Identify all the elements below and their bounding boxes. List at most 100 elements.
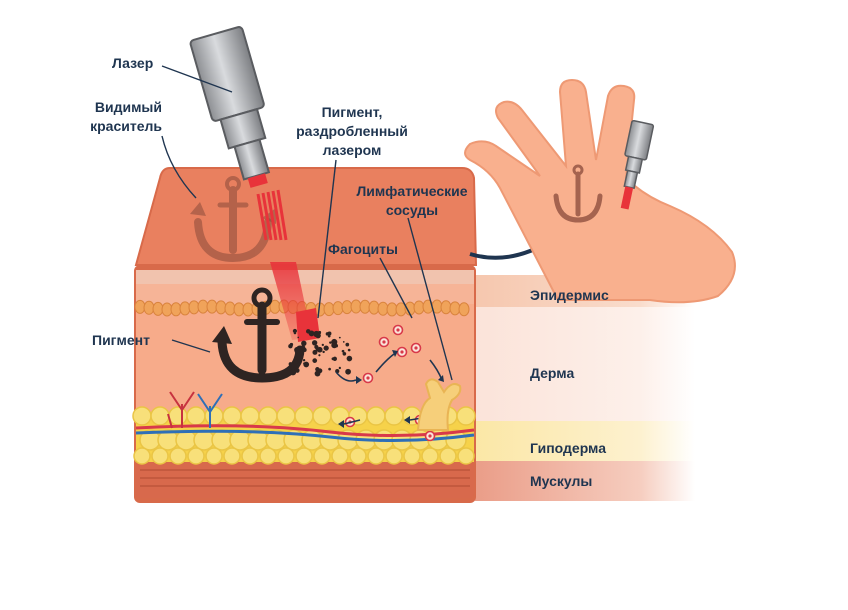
epidermis-cell [170, 302, 182, 317]
pigment-particle [328, 367, 331, 371]
red-capillaries [167, 391, 195, 429]
fat-cell [211, 429, 233, 451]
laser-beam-upper [256, 189, 288, 241]
pigment-particle [325, 332, 330, 336]
epidermis-cell [377, 301, 389, 316]
pigment-particle [346, 355, 353, 362]
fat-cell [457, 447, 475, 465]
fat-cell [222, 406, 242, 426]
pigment-particle [331, 357, 335, 361]
epidermis-cell [206, 299, 218, 314]
skin-block-top [134, 167, 478, 266]
fat-cell [151, 447, 169, 465]
pigment-particle [329, 341, 332, 344]
pigment-particle [314, 344, 319, 350]
phagocyte [410, 342, 422, 354]
muscle-layer [136, 462, 474, 498]
pigment-particle [322, 350, 325, 354]
label-visible-dye-1: Видимый [94, 99, 162, 115]
epidermis-cell [188, 300, 200, 315]
hand-icon [464, 78, 736, 304]
epidermis-cell [458, 302, 470, 317]
phagocyte [392, 324, 404, 336]
layer-label-epidermis: Эпидермис [530, 287, 609, 303]
visible-dye-arrowhead-left [190, 202, 206, 216]
fat-cell [385, 447, 403, 465]
fat-cell [439, 447, 457, 465]
pigment-particle [323, 345, 329, 351]
epidermis-cell [134, 299, 146, 314]
fat-cell [301, 429, 323, 451]
fat-cell [241, 447, 259, 465]
epidermis-cell [233, 302, 245, 317]
fat-cell [168, 406, 188, 426]
pigment-particle [296, 359, 302, 365]
pigment-particle [312, 358, 318, 363]
epidermis-cell [440, 300, 452, 315]
pigment-particle [316, 346, 323, 353]
hand-laser-device-icon [620, 119, 655, 210]
fat-cell [403, 447, 421, 465]
pigment-particle [288, 343, 293, 349]
epidermis-cell [368, 300, 380, 315]
layer-label-dermis: Дерма [530, 365, 575, 381]
pigment-particle [327, 334, 331, 338]
fat-cells [132, 406, 476, 465]
fat-cell [258, 406, 278, 426]
label-pigment: Пигмент [92, 332, 150, 348]
epidermis-cell [179, 301, 191, 316]
muscle-fibers [140, 469, 470, 487]
fat-cell [331, 447, 349, 465]
fat-cell [295, 447, 313, 465]
label-lymphatic-2: сосуды [385, 202, 439, 218]
pigment-anchor-icon [217, 287, 305, 383]
label-lymphatic-1: Лимфатические [356, 183, 468, 199]
fat-cell [169, 447, 187, 465]
pigment-particle [301, 340, 307, 347]
pigment-particle [341, 349, 345, 353]
pigment-particle [288, 362, 293, 366]
laser-device-icon [189, 26, 271, 188]
pigment-particle [318, 354, 321, 357]
epidermis-layer [136, 270, 474, 284]
fat-cell [150, 406, 170, 426]
pigment-particle [342, 341, 345, 343]
pigment-particle [302, 359, 306, 362]
epidermis-cell [242, 302, 254, 317]
label-fragmented-1: Пигмент, [321, 104, 383, 120]
pigment-particle [303, 361, 310, 368]
pigment-particle [293, 331, 297, 335]
phagocyte [378, 336, 390, 348]
pigment-particle [347, 348, 351, 352]
layer-label-muscle: Мускулы [530, 473, 593, 489]
fat-cell [421, 447, 439, 465]
pigment-particle [338, 366, 341, 370]
fat-cell [349, 447, 367, 465]
epidermis-cell [332, 301, 344, 316]
fat-cell [367, 447, 385, 465]
hypodermis-band [475, 421, 695, 461]
fat-cell [133, 447, 151, 465]
pigment-arrowhead [212, 326, 232, 344]
blue-capillaries [197, 393, 223, 428]
pigment-particle [312, 349, 318, 355]
fat-cell [205, 447, 223, 465]
fat-cell [223, 447, 241, 465]
callout-lines [161, 65, 453, 381]
pigment-particle [317, 331, 321, 335]
epidermis-cell [413, 300, 425, 315]
label-laser: Лазер [112, 55, 154, 71]
label-fragmented-2: раздробленный [296, 123, 408, 139]
epidermis-cell [323, 302, 335, 317]
epidermis-cell [152, 301, 164, 316]
label-visible-dye-2: краситель [90, 118, 162, 134]
lymphatic-vessel [416, 378, 462, 431]
fat-cell [277, 447, 295, 465]
epidermis-cell [449, 301, 461, 316]
visible-dye-anchor-icon [194, 176, 272, 263]
epidermis-cell [215, 300, 227, 315]
fat-cell [132, 406, 152, 426]
fat-cell [312, 406, 332, 426]
fat-cell [384, 406, 404, 426]
